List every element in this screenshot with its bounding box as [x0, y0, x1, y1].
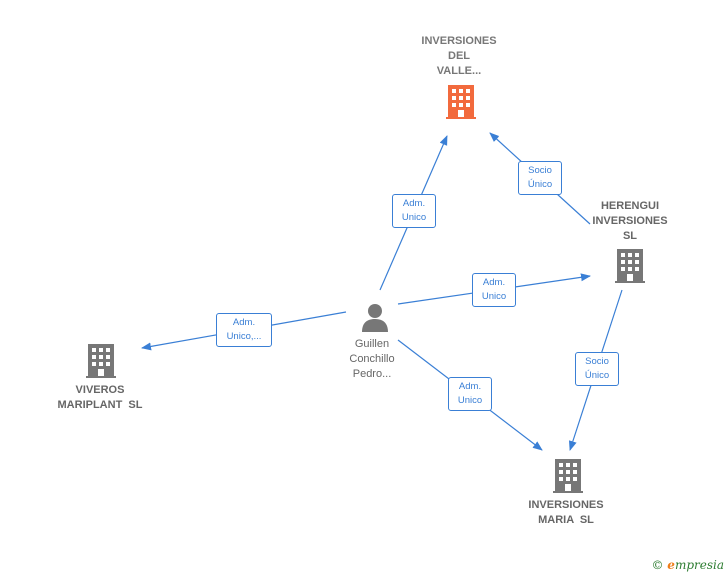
edge-label-line: Socio: [528, 165, 552, 176]
edge-label-guillen-viveros[interactable]: Adm. Unico,...: [216, 313, 272, 347]
edge-label-herengui-valle[interactable]: Socio Único: [518, 161, 562, 195]
node-label-line: Pedro...: [352, 368, 392, 380]
node-label-line: INVERSIONES: [592, 215, 668, 227]
node-label-line: VIVEROS: [75, 384, 125, 396]
node-label-line: DEL: [448, 50, 470, 62]
edge-label-herengui-maria[interactable]: Socio Único: [575, 352, 619, 386]
node-label-line: HERENGUI: [600, 200, 660, 212]
edge-label-line: Unico: [457, 395, 483, 406]
node-label-herengui[interactable]: HERENGUI INVERSIONES SL: [570, 199, 690, 244]
building-icon[interactable]: [553, 459, 583, 493]
edge-label-line: Adm.: [402, 198, 426, 209]
copyright-symbol: ©: [651, 558, 664, 572]
edge-label-line: Socio: [585, 356, 609, 367]
node-label-line: Conchillo: [349, 353, 395, 365]
empresia-credit[interactable]: © empresia: [651, 558, 724, 572]
node-label-line: MARIPLANT SL: [57, 399, 143, 411]
edge-label-line: Adm.: [482, 277, 506, 288]
building-icon[interactable]: [615, 249, 645, 283]
node-label-line: VALLE...: [436, 65, 482, 77]
edge-label-line: Unico: [481, 291, 507, 302]
node-label-line: INVERSIONES: [528, 499, 604, 511]
edge-label-guillen-valle[interactable]: Adm. Unico: [392, 194, 436, 228]
empresia-logo-text: mpresia: [674, 558, 724, 572]
edge-label-line: Unico,...: [226, 331, 262, 342]
edge-label-guillen-maria[interactable]: Adm. Unico: [448, 377, 492, 411]
node-label-line: Guillen: [354, 338, 390, 350]
node-label-line: MARIA SL: [538, 514, 594, 526]
node-label-viveros[interactable]: VIVEROS MARIPLANT SL: [38, 383, 162, 413]
edge-label-line: Adm.: [458, 381, 482, 392]
edge-label-guillen-herengui[interactable]: Adm. Unico: [472, 273, 516, 307]
node-label-guillen[interactable]: Guillen Conchillo Pedro...: [322, 337, 422, 382]
building-icon[interactable]: [86, 344, 116, 378]
edge-label-line: Unico: [401, 212, 427, 223]
edge-label-line: Único: [584, 370, 610, 381]
edge-label-line: Único: [527, 179, 553, 190]
edge-label-line: Adm.: [232, 317, 256, 328]
node-label-line: INVERSIONES: [421, 35, 497, 47]
person-icon[interactable]: [360, 302, 390, 332]
node-label-inversiones-maria[interactable]: INVERSIONES MARIA SL: [506, 498, 626, 528]
building-icon[interactable]: [446, 85, 476, 119]
node-label-line: SL: [622, 230, 638, 242]
empresia-logo-e: e: [667, 558, 675, 572]
node-label-inversiones-del-valle[interactable]: INVERSIONES DEL VALLE...: [399, 34, 519, 79]
